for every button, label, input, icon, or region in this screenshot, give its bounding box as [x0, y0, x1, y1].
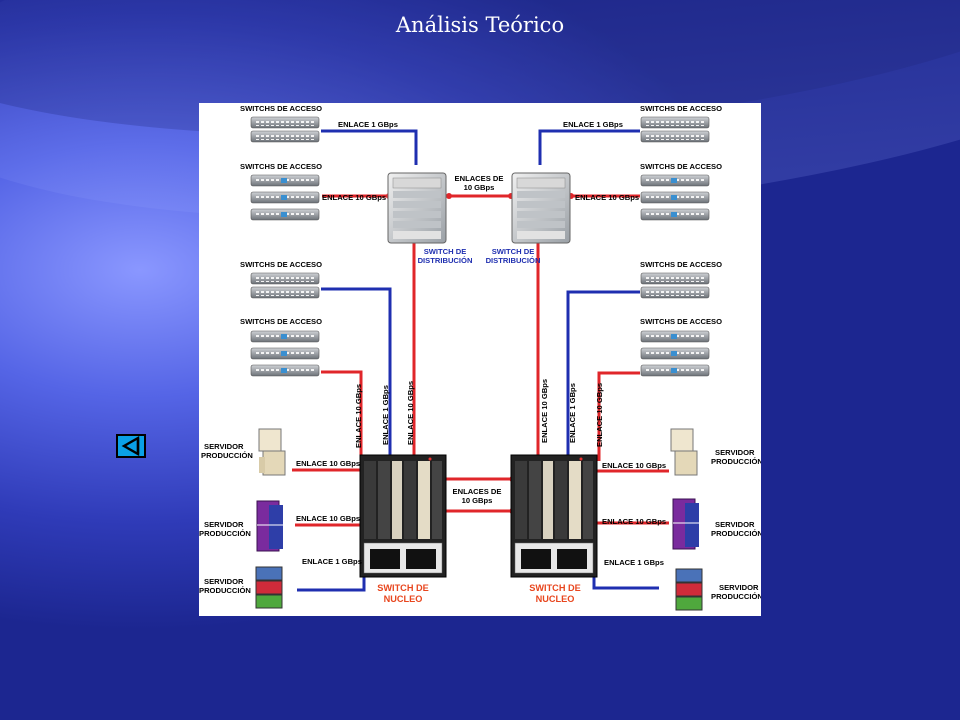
label-server-left-2-line2: PRODUCCIÓN — [199, 529, 251, 538]
label-core-left-line2: NUCLEO — [384, 594, 423, 604]
label-server-link-1g-right: ENLACE 1 GBps — [604, 558, 664, 567]
label-server-left-2-line1: SERVIDOR — [204, 520, 244, 529]
access-switch-group-right-3 — [640, 272, 710, 299]
label-access-right-3: SWITCHS DE ACCESO — [640, 260, 722, 269]
label-server-link-10g-right-1: ENLACE 10 GBps — [602, 461, 666, 470]
label-server-link-1g-left: ENLACE 1 GBps — [302, 557, 362, 566]
links-left — [292, 129, 418, 592]
label-link-10g-top-left: ENLACE 10 GBps — [322, 193, 386, 202]
label-core-right-line2: NUCLEO — [536, 594, 575, 604]
access-switch-group-left-3 — [250, 272, 320, 299]
label-server-left-1-line1: SERVIDOR — [204, 442, 244, 451]
label-server-right-2-line2: PRODUCCIÓN — [711, 529, 761, 538]
label-dist-left-line2: DISTRIBUCIÓN — [418, 256, 473, 265]
label-server-left-3-line2: PRODUCCIÓN — [199, 586, 251, 595]
label-server-right-3-line2: PRODUCCIÓN — [711, 592, 761, 601]
label-dist-right-line1: SWITCH DE — [492, 247, 535, 256]
access-switch-group-left-2 — [250, 174, 320, 221]
label-server-right-1-line2: PRODUCCIÓN — [711, 457, 761, 466]
label-vertical-10g-left-2: ENLACE 10 GBps — [406, 381, 415, 445]
distribution-switch-right — [511, 172, 571, 244]
label-access-right-2: SWITCHS DE ACCESO — [640, 162, 722, 171]
label-vertical-1g-right: ENLACE 1 GBps — [568, 383, 577, 443]
label-dist-right-line2: DISTRIBUCIÓN — [486, 256, 541, 265]
label-link-1g-top-left: ENLACE 1 GBps — [338, 120, 398, 129]
label-core-left-line1: SWITCH DE — [377, 583, 429, 593]
label-server-right-3-line1: SERVIDOR — [719, 583, 759, 592]
server-cube-right — [672, 498, 699, 550]
access-switch-group-left-1 — [250, 116, 320, 143]
label-access-left-2: SWITCHS DE ACCESO — [240, 162, 322, 171]
label-vertical-10g-left-1: ENLACE 10 GBps — [354, 384, 363, 448]
label-access-left-3: SWITCHS DE ACCESO — [240, 260, 322, 269]
back-triangle-icon[interactable] — [116, 434, 146, 458]
links-right — [536, 129, 669, 590]
server-tower-left — [258, 428, 286, 476]
label-server-right-1-line1: SERVIDOR — [715, 448, 755, 457]
label-vertical-1g-left: ENLACE 1 GBps — [381, 385, 390, 445]
slide-title: Análisis Teórico — [395, 13, 565, 37]
label-access-left-1: SWITCHS DE ACCESO — [240, 104, 322, 113]
label-server-link-10g-right-2: ENLACE 10 GBps — [602, 517, 666, 526]
label-core-links-line2: 10 GBps — [462, 496, 493, 505]
label-server-link-10g-left-2: ENLACE 10 GBps — [296, 514, 360, 523]
label-core-links-line1: ENLACES DE — [453, 487, 502, 496]
access-switch-group-left-4 — [250, 330, 320, 377]
label-link-1g-top-right: ENLACE 1 GBps — [563, 120, 623, 129]
label-server-right-2-line1: SERVIDOR — [715, 520, 755, 529]
label-vertical-10g-right-2: ENLACE 10 GBps — [595, 383, 604, 447]
access-switch-group-right-4 — [640, 330, 710, 377]
network-diagram-svg: SWITCHS DE ACCESO SWITCHS DE ACCESO SWIT… — [199, 104, 761, 611]
network-diagram: SWITCHS DE ACCESO SWITCHS DE ACCESO SWIT… — [199, 103, 761, 616]
interlinks — [442, 194, 513, 513]
label-access-right-1: SWITCHS DE ACCESO — [640, 104, 722, 113]
server-cabinet-left — [255, 566, 283, 609]
label-dist-links-line1: ENLACES DE — [455, 174, 504, 183]
label-access-left-4: SWITCHS DE ACCESO — [240, 317, 322, 326]
label-server-link-10g-left-1: ENLACE 10 GBps — [296, 459, 360, 468]
core-switch-left — [359, 454, 447, 578]
core-switch-right — [510, 454, 598, 578]
server-tower-right — [670, 428, 698, 476]
label-link-10g-top-right: ENLACE 10 GBps — [575, 193, 639, 202]
distribution-switch-left — [387, 172, 447, 244]
label-vertical-10g-right-1: ENLACE 10 GBps — [540, 379, 549, 443]
label-dist-links-line2: 10 GBps — [464, 183, 495, 192]
access-switch-group-right-2 — [640, 174, 710, 221]
label-server-left-3-line1: SERVIDOR — [204, 577, 244, 586]
label-core-right-line1: SWITCH DE — [529, 583, 581, 593]
server-cabinet-right — [675, 568, 703, 611]
label-dist-left-line1: SWITCH DE — [424, 247, 467, 256]
access-switch-group-right-1 — [640, 116, 710, 143]
server-cube-left — [256, 500, 283, 552]
label-server-left-1-line2: PRODUCCIÓN — [201, 451, 253, 460]
label-access-right-4: SWITCHS DE ACCESO — [640, 317, 722, 326]
